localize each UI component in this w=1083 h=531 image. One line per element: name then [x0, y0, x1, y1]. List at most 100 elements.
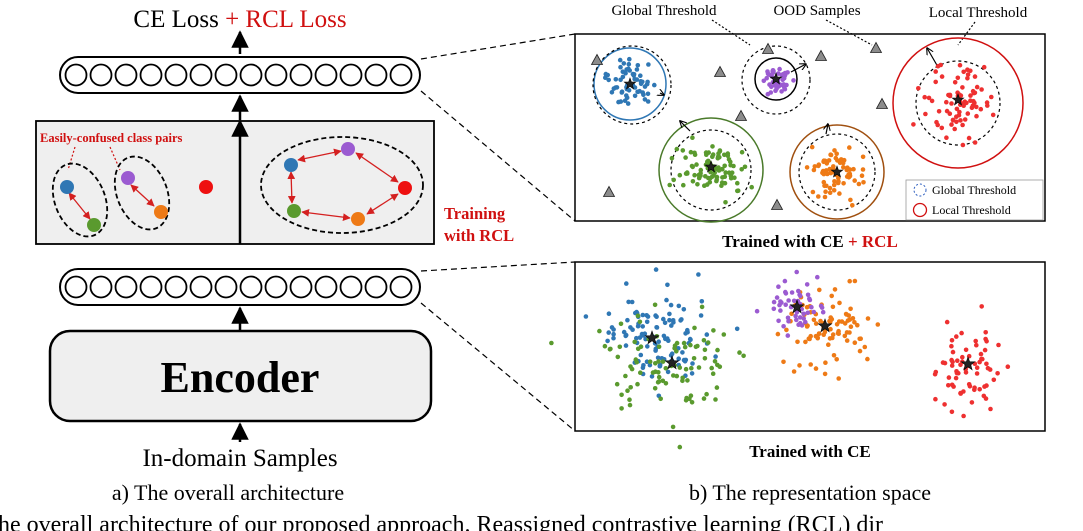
loss-label: CE Loss + RCL Loss	[133, 6, 346, 33]
point-red	[942, 402, 947, 407]
point-orange	[848, 324, 854, 330]
point-blue	[680, 350, 685, 355]
point-purple	[794, 317, 799, 323]
point-green	[677, 172, 683, 178]
point-orange	[848, 306, 853, 312]
point-blue	[661, 333, 667, 339]
class-node-red	[199, 180, 213, 194]
point-green	[728, 159, 733, 165]
point-orange	[846, 172, 851, 177]
point-orange	[836, 331, 841, 337]
global-threshold-red	[915, 60, 1001, 146]
point-blue	[616, 99, 621, 105]
point-orange	[791, 369, 797, 374]
pair-ellipse	[51, 162, 109, 238]
point-blue	[609, 90, 615, 95]
caption-b: b) The representation space	[689, 480, 931, 505]
point-green	[656, 370, 661, 375]
point-green	[715, 347, 720, 353]
point-green	[732, 175, 737, 180]
point-blue	[681, 307, 687, 312]
point-purple	[778, 299, 783, 304]
point-blue	[631, 73, 637, 78]
point-red	[962, 117, 968, 122]
neuron	[164, 275, 188, 299]
point-red	[962, 99, 968, 104]
point-orange	[826, 158, 832, 163]
point-green	[739, 149, 745, 155]
point-green	[680, 148, 686, 153]
point-red	[972, 385, 977, 391]
point-purple	[765, 71, 771, 77]
ce-panel-title: Trained with CE	[749, 442, 871, 461]
point-orange	[832, 179, 837, 184]
local-threshold-green	[658, 117, 764, 223]
point-purple	[786, 319, 791, 324]
point-green	[725, 151, 731, 156]
point-orange	[816, 163, 821, 169]
point-blue	[662, 320, 668, 326]
point-red	[942, 360, 948, 366]
point-red	[960, 85, 965, 90]
point-green	[667, 182, 672, 188]
point-blue	[652, 82, 657, 88]
annotation-ood-samples: OOD Samples	[773, 3, 860, 19]
point-green	[735, 180, 740, 186]
legend-global: Global Threshold	[932, 183, 1016, 197]
radius-arrow	[927, 48, 939, 68]
point-blue	[623, 332, 629, 338]
point-red	[960, 354, 965, 360]
point-purple	[793, 313, 798, 319]
point-red	[960, 142, 966, 148]
point-blue	[603, 71, 609, 77]
point-blue	[635, 63, 641, 68]
point-green	[717, 364, 723, 370]
point-blue	[713, 354, 718, 359]
local-threshold-blue	[593, 47, 667, 121]
neuron	[164, 63, 188, 87]
point-orange	[805, 323, 810, 329]
point-purple	[771, 68, 776, 74]
point-blue	[665, 282, 670, 288]
point-green	[706, 150, 711, 155]
point-blue	[632, 93, 638, 99]
point-green	[688, 342, 693, 348]
point-orange	[834, 322, 840, 327]
point-green	[627, 397, 632, 403]
point-green	[647, 359, 653, 365]
point-red	[929, 98, 935, 104]
neuron	[364, 275, 388, 299]
point-red	[981, 64, 987, 70]
point-green	[714, 385, 720, 390]
point-orange	[837, 300, 842, 306]
point-orange	[813, 321, 819, 326]
point-green	[677, 444, 683, 450]
global-threshold-green	[670, 129, 752, 211]
local-threshold-red	[892, 37, 1024, 169]
point-orange	[834, 151, 839, 157]
point-green	[617, 344, 623, 350]
point-green	[638, 344, 644, 350]
neuron	[114, 275, 138, 299]
threshold-legend	[905, 179, 1044, 221]
point-blue	[613, 77, 619, 82]
point-purple	[771, 299, 777, 305]
triangle-ood-icon	[713, 65, 727, 77]
radius-arrow	[826, 124, 828, 135]
triangle-ood-icon	[869, 41, 883, 53]
point-red	[974, 104, 979, 110]
point-red	[996, 342, 1001, 348]
point-red	[990, 112, 996, 118]
point-purple	[791, 78, 796, 83]
point-orange	[875, 322, 881, 327]
point-green	[615, 354, 621, 360]
point-blue	[640, 312, 646, 318]
neuron	[264, 275, 288, 299]
point-red	[958, 118, 963, 123]
bottom-layer-neurons	[64, 275, 413, 299]
point-red	[949, 363, 955, 368]
neuron	[239, 275, 263, 299]
point-blue	[641, 363, 646, 368]
training-label-line2: with RCL	[444, 226, 514, 245]
point-orange	[860, 154, 866, 160]
